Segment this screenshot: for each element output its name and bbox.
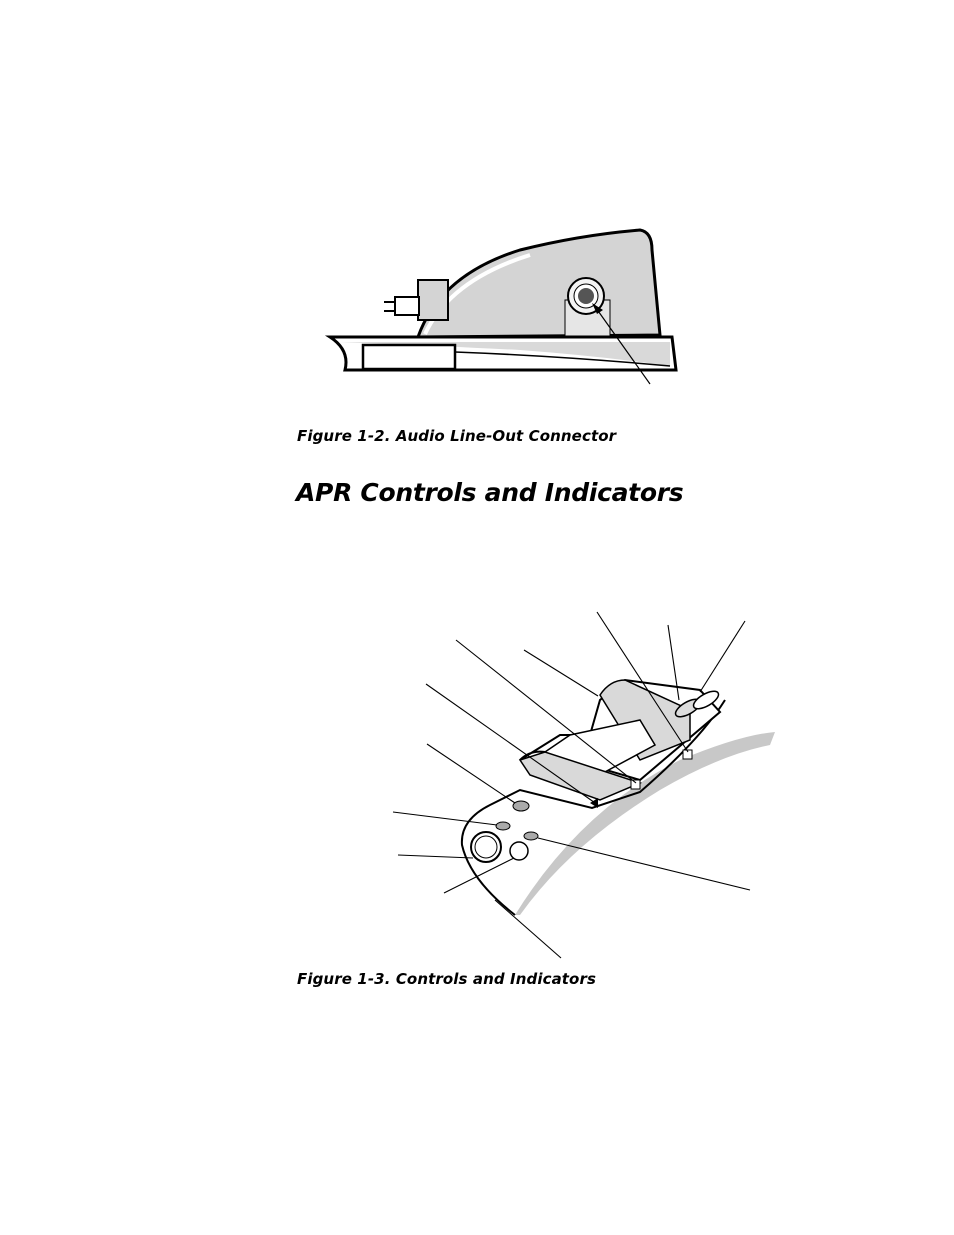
apr-front-panel: [460, 699, 726, 916]
base-slot: [361, 343, 457, 371]
figure-caption: Figure 1-2. Audio Line-Out Connector: [297, 427, 617, 445]
plug-icon: [394, 296, 420, 316]
figure-caption: Figure 1-3. Controls and Indicators: [297, 970, 596, 988]
apr-housing: [415, 228, 662, 339]
section-heading: APR Controls and Indicators: [296, 478, 684, 507]
audio-line-out-illustration: [324, 228, 678, 385]
callout-line: [595, 307, 651, 385]
